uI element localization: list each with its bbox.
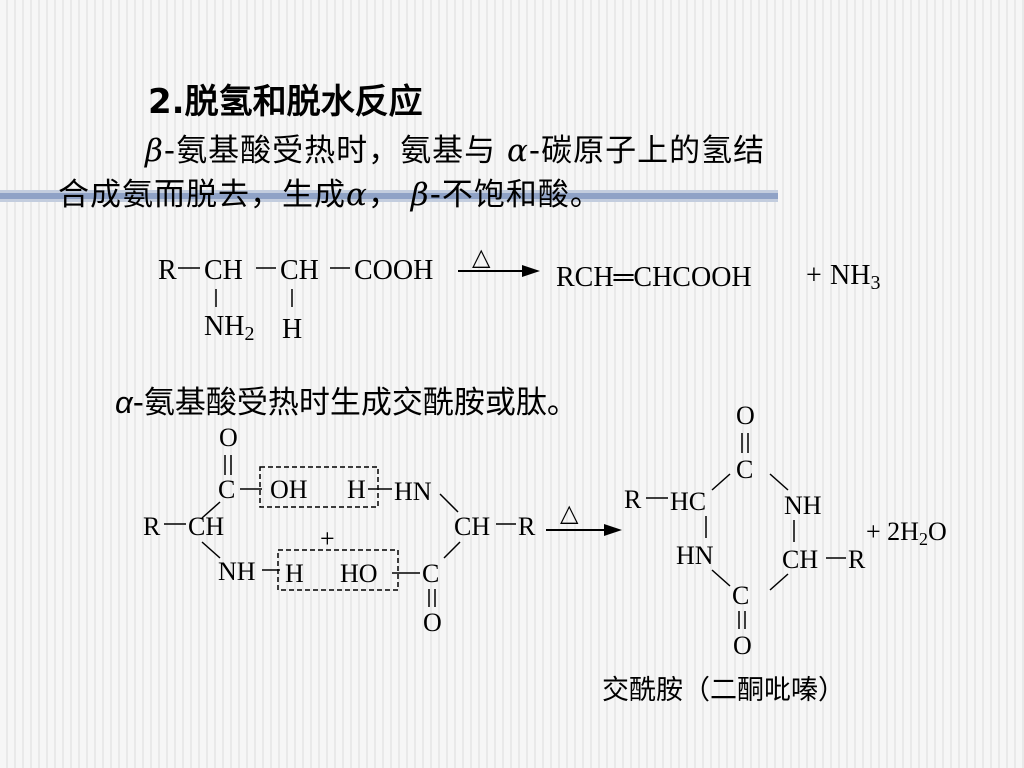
- amino-group: NH: [218, 557, 256, 586]
- alpha-amino-acid-line: α-氨基酸受热时生成交酰胺或肽。: [115, 377, 578, 422]
- heat-symbol: △: [560, 501, 579, 527]
- ch-group: CH: [454, 512, 490, 541]
- r-group: R: [848, 545, 866, 574]
- r-group: R: [624, 485, 642, 514]
- beta-symbol: β: [145, 133, 164, 169]
- reaction-2: O C OH H HN R CH + CH R NH H HO C O △: [143, 401, 947, 660]
- arrow-head: [604, 524, 622, 536]
- oxygen-atom: O: [733, 631, 752, 660]
- subscript: 2: [919, 529, 928, 549]
- hydroxyl: HO: [340, 559, 378, 588]
- product: RCH═CHCOOH: [556, 262, 752, 293]
- oxygen-atom: O: [423, 608, 442, 637]
- paragraph-text: -氨基酸受热时，氨基与: [163, 133, 497, 169]
- subscript: 3: [870, 272, 880, 294]
- heat-symbol: △: [472, 245, 491, 271]
- hydroxyl: OH: [270, 475, 308, 504]
- amino-text: NH: [204, 311, 244, 342]
- oxygen-atom: O: [736, 401, 755, 430]
- ch-group: HC: [670, 487, 706, 516]
- imino-group: NH: [784, 491, 822, 520]
- beta-symbol: β: [410, 177, 430, 213]
- section-title: 2.脱氢和脱水反应: [148, 82, 423, 122]
- line-text: -氨基酸受热时生成交酰胺或肽。: [132, 385, 578, 421]
- decorative-stripe: [0, 190, 778, 202]
- plus-sign: +: [320, 524, 335, 553]
- hydrogen: H: [347, 475, 366, 504]
- alpha-symbol: α: [115, 385, 133, 420]
- plus-sign: +: [806, 260, 822, 291]
- carbon-atom: C: [422, 559, 439, 588]
- hydrogen: H: [285, 559, 304, 588]
- ch-group: CH: [280, 255, 319, 286]
- paragraph-text: -碳原子上的氢结: [528, 133, 766, 169]
- product-caption: 交酰胺（二酮吡嗪）: [602, 675, 845, 706]
- paragraph-text: 合成氨而脱去，生成: [58, 177, 346, 213]
- ammonia: NH3: [830, 260, 880, 294]
- reaction-1: R CH CH COOH NH2 H △ RCH═CHCOOH + NH3: [158, 245, 880, 345]
- oxygen-atom: O: [219, 423, 238, 452]
- paragraph-line-1: β-氨基酸受热时，氨基与 α-碳原子上的氢结: [145, 131, 765, 171]
- carbon-atom: C: [732, 581, 749, 610]
- carboxyl-group: COOH: [354, 255, 433, 286]
- r-group: R: [518, 512, 536, 541]
- ch-group: CH: [188, 512, 224, 541]
- ammonia-text: NH: [830, 260, 870, 291]
- water-text: O: [928, 517, 947, 546]
- alpha-symbol: α: [506, 133, 529, 169]
- arrow-head: [522, 265, 540, 277]
- paragraph-line-2: 合成氨而脱去，生成α， β-不饱和酸。: [58, 175, 602, 215]
- dashed-box: [259, 466, 379, 508]
- water-product: + 2H2O: [866, 517, 947, 549]
- ch-group: CH: [204, 255, 243, 286]
- imino-group: HN: [676, 541, 714, 570]
- hydrogen: H: [282, 314, 302, 345]
- dashed-box: [277, 549, 399, 591]
- water-text: + 2H: [866, 517, 919, 546]
- r-group: R: [158, 255, 177, 286]
- r-group: R: [143, 512, 161, 541]
- paragraph-text: ，: [367, 177, 400, 213]
- carbon-atom: C: [736, 455, 753, 484]
- imino-group: HN: [394, 477, 432, 506]
- subscript: 2: [244, 323, 254, 345]
- amino-group: NH2: [204, 311, 254, 345]
- paragraph-text: -不饱和酸。: [429, 177, 602, 213]
- alpha-symbol: α: [346, 177, 368, 213]
- ch-group: CH: [782, 545, 818, 574]
- carbon-atom: C: [218, 475, 235, 504]
